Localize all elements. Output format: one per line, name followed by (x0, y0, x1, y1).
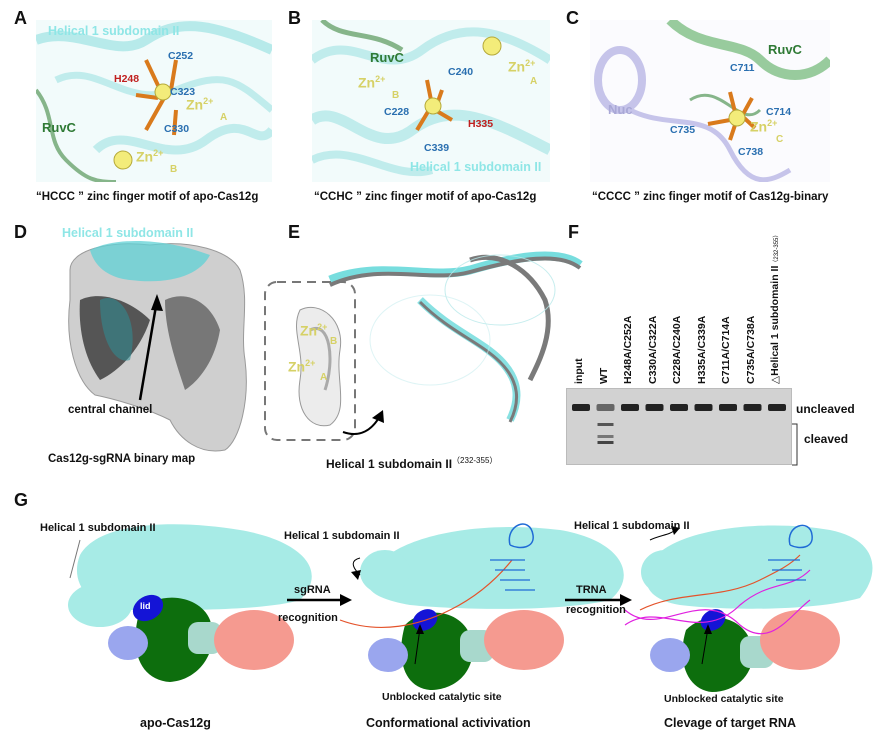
gel-lane-label-2: H248A/C252A (622, 315, 634, 384)
panel-c-nuc-label: Nuc (608, 102, 633, 117)
gel-lane-label-5: H335A/C339A (695, 315, 708, 384)
panel-b-zn-a-site: A (530, 76, 538, 87)
panel-a-letter: A (14, 8, 27, 28)
gel-band-cleaved-2 (597, 441, 614, 444)
panel-e-zn-b-site: B (330, 336, 338, 347)
panel-a-ruvc-label: RuvC (42, 120, 76, 135)
panel-d-caption: Cas12g-sgRNA binary map (48, 453, 196, 465)
gel-lane-label-3: C330A/C322A (646, 315, 659, 384)
panel-g-letter: G (14, 490, 29, 510)
panel-b-res-c240: C240 (448, 66, 474, 78)
panel-b-caption: “CCHC ” zinc finger motif of apo-Cas12g (314, 191, 537, 203)
panel-a-res-h248: H248 (114, 73, 140, 85)
gel-lane-label-1: WT (597, 367, 610, 384)
panel-c-structure (594, 20, 830, 182)
panel-a-res-c323: C323 (170, 86, 196, 98)
g-arrow2-bottom: recognition (566, 604, 626, 616)
gel-band-uncleaved-5 (694, 404, 713, 411)
panel-a-zn-a-site: A (220, 112, 228, 123)
g-helical-label-1: Helical 1 subdomain II (40, 522, 156, 534)
panel-c-letter: C (566, 8, 579, 28)
gel-uncleaved-label: uncleaved (796, 402, 855, 416)
g-state-1-title: apo-Cas12g (140, 716, 211, 730)
gel-lane-label-4: C228A/C240A (671, 315, 683, 384)
panel-e-caption: Helical 1 subdomain II（232-355） (326, 456, 498, 471)
gel-band-cleaved-0 (597, 423, 614, 426)
gel-lane-label-6: C711A/C714A (720, 316, 732, 384)
g-state-2-title: Conformational activivation (366, 716, 531, 730)
panel-b-res-c339: C339 (424, 142, 450, 154)
panel-a-zn-b-site: B (170, 164, 178, 175)
panel-b-helical-label: Helical 1 subdomain II (410, 160, 542, 174)
panel-d-helical-label: Helical 1 subdomain II (62, 226, 194, 240)
panel-c-res-c714: C714 (766, 106, 792, 118)
panel-f-letter: F (568, 222, 579, 242)
panel-c-res-c711: C711 (730, 62, 755, 74)
g-arrow1-bottom: recognition (278, 612, 338, 624)
gel-cleaved-label: cleaved (804, 432, 849, 446)
panel-c-res-c738: C738 (738, 146, 764, 158)
panel-b-ruvc-label: RuvC (370, 50, 404, 65)
g-site-label-2: Unblocked catalytic site (664, 693, 784, 705)
gel-lane-label-0: input (573, 358, 585, 384)
gel-band-uncleaved-1 (596, 404, 615, 411)
g-arrow1-top: sgRNA (294, 584, 331, 596)
panel-a-image: Helical 1 subdomain II C252 C323 C330 H2… (36, 20, 272, 182)
panel-c-image: RuvC Nuc C711 C714 C735 C738 Zn2+ C (590, 20, 830, 182)
gel-band-uncleaved-2 (621, 404, 639, 411)
panel-b-zn-a: Zn2+ (508, 58, 536, 75)
panel-a-res-c330: C330 (164, 123, 190, 135)
panel-b-zn-b: Zn2+ (358, 74, 386, 91)
g-state-3-title: Clevage of target RNA (664, 716, 796, 730)
gel-lane-label-8: △Helical 1 subdomain II（232-355） (769, 231, 781, 384)
panel-b-res-c228: C228 (384, 106, 410, 118)
g-site-label-1: Unblocked catalytic site (382, 691, 502, 703)
gel-image (566, 388, 792, 465)
g-helical-label-2: Helical 1 subdomain II (284, 530, 400, 542)
panel-b-res-h335: H335 (468, 118, 494, 130)
panel-c-caption: “CCCC ” zinc finger motif of Cas12g-bina… (592, 191, 829, 203)
panel-c-zn-c: Zn2+ (750, 118, 778, 135)
panel-c-res-c735: C735 (670, 124, 696, 136)
g-lid-label: lid (140, 601, 151, 611)
g-arrow2-top: TRNA (576, 584, 607, 596)
panel-b-letter: B (288, 8, 301, 28)
panel-a-res-c252: C252 (168, 50, 194, 62)
panel-e-zn-a-site: A (320, 372, 328, 383)
gel-band-uncleaved-0 (572, 404, 590, 411)
gel-band-uncleaved-8 (768, 404, 786, 411)
gel-bands (572, 404, 786, 444)
gel-lane-deletion-range: （232-355） (774, 231, 780, 266)
panel-d-letter: D (14, 222, 27, 242)
gel-band-uncleaved-6 (719, 404, 737, 411)
gel-band-uncleaved-7 (743, 404, 762, 411)
gel-lane-label-7: C735A/C738A (744, 315, 757, 384)
panel-a-structure (36, 21, 272, 182)
panel-c-ruvc-label: RuvC (768, 42, 802, 57)
panel-a-zn-a: Zn2+ (186, 96, 214, 113)
panel-e-letter: E (288, 222, 301, 242)
g-helical-label-3: Helical 1 subdomain II (574, 520, 690, 532)
panel-a-zn-b: Zn2+ (136, 148, 164, 165)
panel-d-channel-label: central channel (68, 404, 153, 416)
panel-b-structure (312, 20, 550, 177)
panel-c-zn-c-site: C (776, 134, 784, 145)
gel-band-uncleaved-3 (645, 404, 664, 411)
gel-band-uncleaved-4 (670, 404, 688, 411)
gel-band-cleaved-1 (597, 435, 614, 438)
panel-b-image: RuvC Zn2+ B C240 C228 C339 H335 Zn2+ A H… (312, 20, 550, 182)
panel-e-zn-a: Zn2+ (288, 358, 316, 375)
panel-e-zn-b: Zn2+ (300, 322, 328, 339)
panel-b-zn-b-site: B (392, 90, 400, 101)
panel-a-helical-label: Helical 1 subdomain II (48, 24, 180, 38)
panel-a-caption: “HCCC ” zinc finger motif of apo-Cas12g (36, 191, 259, 203)
